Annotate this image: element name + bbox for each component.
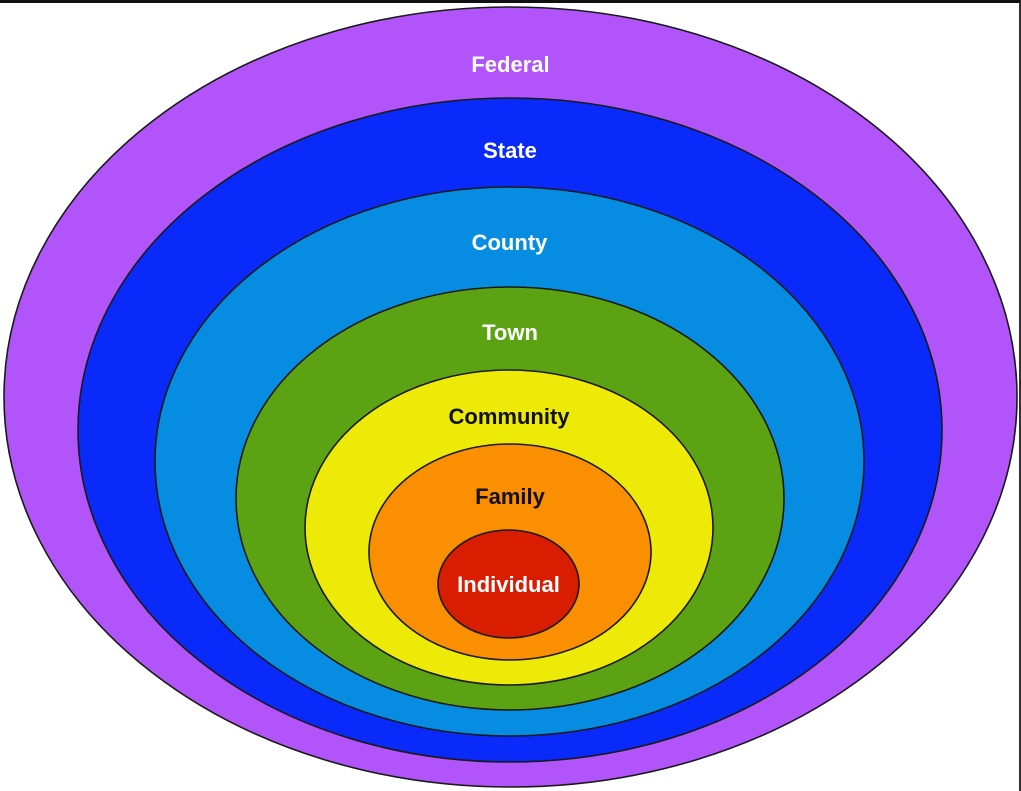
layer-individual-label: Individual: [457, 572, 560, 597]
layer-state-label: State: [483, 138, 537, 163]
layer-county-label: County: [472, 230, 549, 255]
layer-federal-label: Federal: [471, 52, 549, 77]
layer-labels: Federal State County Town Community Fami…: [449, 52, 571, 597]
layer-family-label: Family: [475, 484, 545, 509]
layer-town-label: Town: [482, 320, 538, 345]
ellipse-layers: [3, 6, 1018, 788]
layer-community-label: Community: [449, 404, 571, 429]
layer-individual-ellipse: [437, 529, 580, 639]
